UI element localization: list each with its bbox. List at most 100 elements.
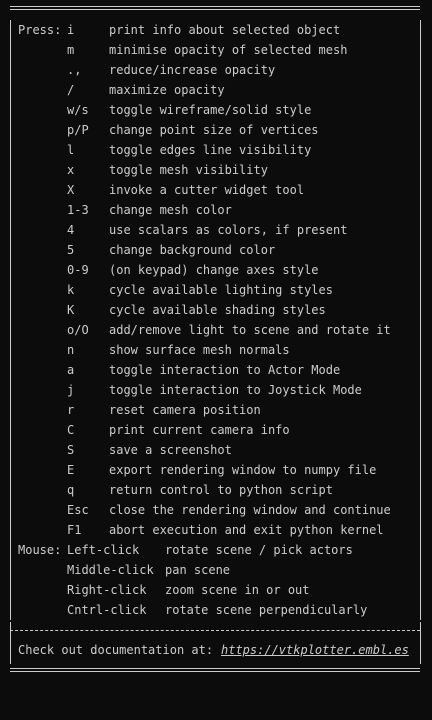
press-key: w/s bbox=[67, 103, 89, 117]
press-description: toggle interaction to Actor Mode bbox=[109, 363, 341, 377]
press-row: ., reduce/increase opacity bbox=[0, 60, 432, 80]
press-key: n bbox=[67, 343, 75, 357]
press-description: invoke a cutter widget tool bbox=[109, 183, 305, 197]
press-row: q return control to python script bbox=[0, 480, 432, 500]
press-description: cycle available lighting styles bbox=[109, 283, 333, 297]
press-key: m bbox=[67, 43, 75, 57]
mouse-description: zoom scene in or out bbox=[165, 583, 310, 597]
mouse-label: Mouse: bbox=[18, 543, 62, 557]
press-row: l toggle edges line visibility bbox=[0, 140, 432, 160]
press-row: w/s toggle wireframe/solid style bbox=[0, 100, 432, 120]
press-description: reset camera position bbox=[109, 403, 261, 417]
press-description: print info about selected object bbox=[109, 23, 341, 37]
press-key: 0-9 bbox=[67, 263, 89, 277]
press-description: toggle interaction to Joystick Mode bbox=[109, 383, 362, 397]
press-row: r reset camera position bbox=[0, 400, 432, 420]
mouse-row: Mouse: Left-click rotate scene / pick acto… bbox=[0, 540, 432, 560]
press-key: ., bbox=[67, 63, 82, 77]
press-description: print current camera info bbox=[109, 423, 290, 437]
press-row: x toggle mesh visibility bbox=[0, 160, 432, 180]
press-row: 4 use scalars as colors, if present bbox=[0, 220, 432, 240]
mouse-row: Right-click zoom scene in or out bbox=[0, 580, 432, 600]
press-key: 5 bbox=[67, 243, 75, 257]
press-key: l bbox=[67, 143, 75, 157]
right-border bbox=[420, 20, 421, 620]
press-row: F1 abort execution and exit python kernel bbox=[0, 520, 432, 540]
mouse-description: rotate scene / pick actors bbox=[165, 543, 353, 557]
press-key: X bbox=[67, 183, 75, 197]
press-row: o/O add/remove light to scene and rotate … bbox=[0, 320, 432, 340]
press-description: add/remove light to scene and rotate it bbox=[109, 323, 391, 337]
left-border-footer bbox=[10, 622, 11, 664]
mouse-row: Middle-click pan scene bbox=[0, 560, 432, 580]
press-description: toggle wireframe/solid style bbox=[109, 103, 312, 117]
press-key: j bbox=[67, 383, 75, 397]
press-description: change background color bbox=[109, 243, 276, 257]
press-row: m minimise opacity of selected mesh bbox=[0, 40, 432, 60]
bottom-double-rule bbox=[10, 668, 420, 672]
press-key: E bbox=[67, 463, 75, 477]
press-key: / bbox=[67, 83, 75, 97]
press-description: toggle edges line visibility bbox=[109, 143, 312, 157]
footer-text: Check out documentation at: bbox=[18, 643, 214, 657]
press-key: 1-3 bbox=[67, 203, 89, 217]
press-description: export rendering window to numpy file bbox=[109, 463, 377, 477]
press-key: Esc bbox=[67, 503, 89, 517]
press-row: k cycle available lighting styles bbox=[0, 280, 432, 300]
press-row: 1-3 change mesh color bbox=[0, 200, 432, 220]
press-label: Press: bbox=[18, 23, 62, 37]
press-description: minimise opacity of selected mesh bbox=[109, 43, 348, 57]
press-row: j toggle interaction to Joystick Mode bbox=[0, 380, 432, 400]
press-row: a toggle interaction to Actor Mode bbox=[0, 360, 432, 380]
press-key: i bbox=[67, 23, 75, 37]
press-description: reduce/increase opacity bbox=[109, 63, 276, 77]
top-double-rule bbox=[10, 6, 420, 10]
press-description: change mesh color bbox=[109, 203, 232, 217]
press-description: use scalars as colors, if present bbox=[109, 223, 348, 237]
press-key: q bbox=[67, 483, 75, 497]
press-description: maximize opacity bbox=[109, 83, 225, 97]
mouse-description: pan scene bbox=[165, 563, 231, 577]
documentation-link[interactable]: https://vtkplotter.embl.es bbox=[221, 643, 409, 657]
press-description: change point size of vertices bbox=[109, 123, 319, 137]
press-row: Esc close the rendering window and contin… bbox=[0, 500, 432, 520]
press-description: cycle available shading styles bbox=[109, 303, 326, 317]
press-key: o/O bbox=[67, 323, 89, 337]
press-row: 0-9 (on keypad) change axes style bbox=[0, 260, 432, 280]
terminal-window: Press: i print info about selected object m… bbox=[0, 6, 432, 672]
press-row: n show surface mesh normals bbox=[0, 340, 432, 360]
press-key: F1 bbox=[67, 523, 82, 537]
press-row: p/P change point size of vertices bbox=[0, 120, 432, 140]
press-description: close the rendering window and continue bbox=[109, 503, 391, 517]
mouse-key: Left-click bbox=[67, 543, 140, 557]
press-key: p/P bbox=[67, 123, 89, 137]
separator-dashed-rule bbox=[10, 630, 420, 631]
press-key: r bbox=[67, 403, 75, 417]
press-description: (on keypad) change axes style bbox=[109, 263, 319, 277]
press-description: save a screenshot bbox=[109, 443, 232, 457]
mouse-key: Cntrl-click bbox=[67, 603, 147, 617]
mouse-key: Middle-click bbox=[67, 563, 154, 577]
press-row: 5 change background color bbox=[0, 240, 432, 260]
press-key: k bbox=[67, 283, 75, 297]
mouse-key: Right-click bbox=[67, 583, 147, 597]
mouse-row: Cntrl-click rotate scene perpendicularly bbox=[0, 600, 432, 620]
press-description: return control to python script bbox=[109, 483, 333, 497]
left-border bbox=[10, 20, 11, 620]
right-border-footer bbox=[420, 622, 421, 664]
press-key: C bbox=[67, 423, 75, 437]
mouse-description: rotate scene perpendicularly bbox=[165, 603, 368, 617]
press-description: show surface mesh normals bbox=[109, 343, 290, 357]
press-key: a bbox=[67, 363, 75, 377]
press-key: 4 bbox=[67, 223, 75, 237]
press-row: / maximize opacity bbox=[0, 80, 432, 100]
press-description: abort execution and exit python kernel bbox=[109, 523, 384, 537]
press-key: x bbox=[67, 163, 75, 177]
press-row: Press: i print info about selected object bbox=[0, 20, 432, 40]
press-description: toggle mesh visibility bbox=[109, 163, 268, 177]
